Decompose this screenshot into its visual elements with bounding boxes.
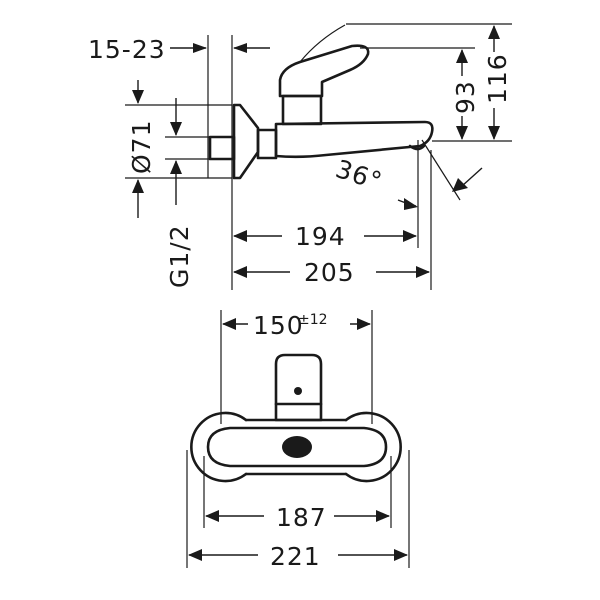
width-arrow-left [188,549,202,561]
rosette-diameter-label: Ø71 [127,120,156,175]
angle-arc-right [461,167,483,187]
spout-outlet-front [282,436,312,458]
mixer-body [206,426,388,468]
rosette-right-outer [344,411,402,483]
lever-height-label: 93 [451,80,480,114]
total-height-arrow-bottom [488,126,500,140]
center-tolerance-label: ±12 [298,312,328,328]
center-arrow-left [222,318,236,330]
span-arrow-right [376,510,390,522]
reach-arrow-right [403,230,417,242]
total-height-arrow-top [488,25,500,39]
total-width-label: 221 [270,542,321,571]
connection-stub [208,135,236,161]
angle-arrow-left [404,198,418,210]
thread-arrow-bottom [170,160,182,174]
rosette-arrow-bottom [132,179,144,193]
wall-offset-arrow-left [193,43,207,53]
thread-arrow-top [170,122,182,136]
lever-height-label-bg [450,76,474,116]
center-arrow-right [357,318,371,330]
rosette-arrow-top [132,90,144,104]
connection-nut [256,128,278,160]
thread-label: G1/2 [165,224,194,288]
depth-arrow-right [416,266,430,278]
lever-height-arrow-top [456,49,468,63]
depth-arrow-left [233,266,247,278]
reach-arrow-left [233,230,247,242]
spout-reach-label: 194 [295,222,346,251]
total-depth-label: 205 [304,258,355,287]
swivel-angle-label: 36° [332,154,386,196]
total-height-label: 116 [483,53,512,104]
rosette [232,103,260,180]
front-view: 150 ±12 187 221 [186,310,410,571]
spout-body [274,120,434,159]
rosette-span-label: 187 [276,503,327,532]
side-view: 15-23 Ø71 G1/2 93 116 [88,23,512,290]
cartridge-housing [281,94,323,126]
width-arrow-right [394,549,408,561]
span-arrow-left [205,510,219,522]
wall-offset-arrow-right [233,43,247,53]
wall-offset-label: 15-23 [88,35,166,64]
total-height-label-bg [482,52,508,108]
lever-height-arrow-bottom [456,126,468,140]
lever-handle [278,44,370,98]
angle-arrow-right [452,178,468,192]
lever-front [274,353,323,422]
lever-swivel-ghost [299,24,346,63]
lever-indicator-dot [294,387,302,395]
rosette-left-outer [190,411,248,483]
center-distance-label: 150 [253,311,304,340]
